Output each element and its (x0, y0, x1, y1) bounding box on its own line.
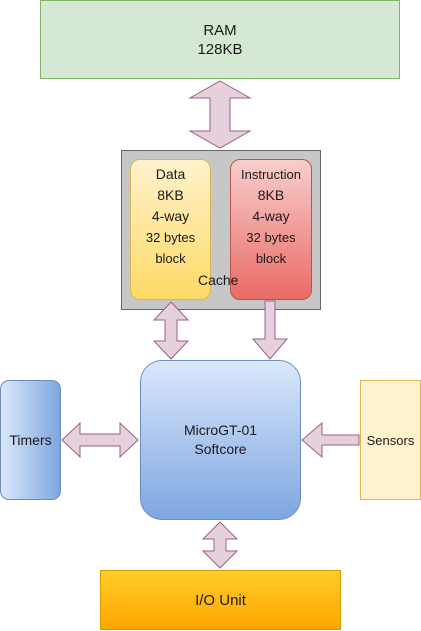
data-cache-size: 8KB (157, 187, 184, 203)
data-cache-ways: 4-way (151, 208, 190, 224)
cpu-io-arrow (201, 521, 239, 569)
data-cache-block-size: 32 bytes (145, 230, 196, 245)
instruction-cache-size: 8KB (257, 187, 285, 203)
data-cache-block: Data 8KB 4-way 32 bytes block (130, 159, 211, 300)
sensors-label: Sensors (366, 432, 415, 448)
io-unit-label: I/O Unit (195, 591, 246, 609)
timers-cpu-arrow (61, 421, 139, 459)
cpu-name: MicroGT-01 (183, 422, 258, 438)
ram-cache-arrow (188, 80, 252, 149)
sensors-cpu-arrow (301, 421, 360, 459)
data-cache-title: Data (155, 166, 186, 182)
timers-label: Timers (9, 432, 52, 448)
instruction-cache-cpu-arrow (251, 300, 289, 360)
timers-block: Timers (0, 380, 61, 500)
instruction-cache-ways: 4-way (252, 208, 290, 224)
cpu-type: Softcore (194, 441, 247, 457)
instruction-cache-title: Instruction (241, 167, 301, 182)
instruction-cache-block-word: block (255, 251, 287, 266)
data-cache-cpu-arrow (152, 301, 190, 360)
io-unit-block: I/O Unit (100, 570, 341, 630)
cpu-block: MicroGT-01 Softcore (140, 360, 301, 520)
cache-label: Cache (198, 272, 239, 288)
data-cache-block-word: block (155, 251, 186, 266)
instruction-cache-block-size: 32 bytes (246, 230, 296, 245)
instruction-cache-block: Instruction 8KB 4-way 32 bytes block (230, 159, 312, 300)
ram-size: 128KB (197, 40, 243, 58)
ram-block: RAM 128KB (40, 0, 400, 79)
ram-label: RAM (203, 21, 237, 39)
